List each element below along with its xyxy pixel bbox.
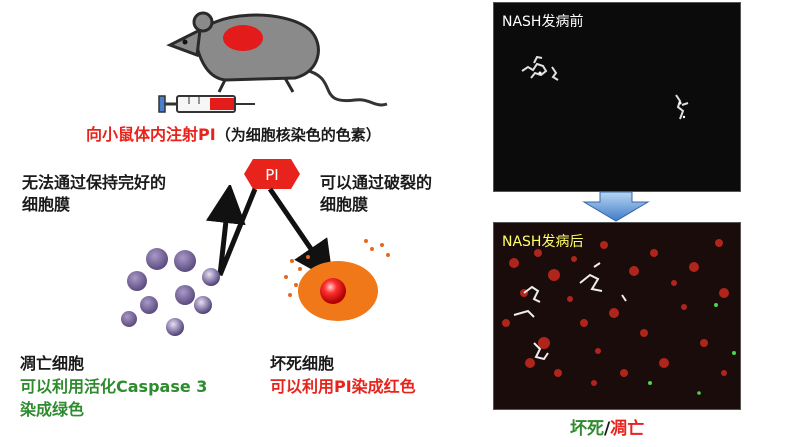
injection-caption-note: （为细胞核染色的色素）: [215, 126, 381, 144]
necrotic-title: 坏死细胞: [270, 354, 335, 373]
blocked-arrow: [205, 185, 258, 276]
micrograph-after-image: [502, 239, 736, 395]
necrotic-caption: 坏死细胞 可以利用PI染成红色: [270, 352, 416, 398]
left-arrow-label: 无法通过保持完好的 细胞膜: [22, 172, 166, 216]
micrograph-before-label: NASH发病前: [502, 14, 584, 30]
pass-arrow: [267, 187, 334, 282]
bottom-caption-sep: /: [604, 419, 611, 439]
necrotic-cell-illustration: [284, 239, 390, 321]
mouse-syringe-illustration: [158, 11, 388, 113]
pathway-arrows: [205, 185, 334, 282]
apoptotic-desc-line2: 染成绿色: [20, 400, 85, 419]
micrograph-after: NASH发病后: [493, 222, 741, 410]
pi-hexagon-badge: PI: [244, 159, 300, 189]
right-arrow-label-line1: 可以通过破裂的: [320, 173, 433, 192]
bottom-caption-apoptosis: 凋亡: [610, 419, 645, 439]
necrotic-desc: 可以利用PI染成红色: [270, 377, 416, 396]
pi-badge-text: PI: [265, 166, 278, 184]
bottom-caption: 坏死/凋亡: [570, 418, 644, 440]
syringe-icon: [158, 95, 255, 113]
micrograph-after-label: NASH发病后: [502, 234, 584, 250]
mouse-icon: [166, 11, 388, 107]
left-arrow-label-line2: 细胞膜: [22, 195, 71, 214]
injection-caption: 向小鼠体内注射PI（为细胞核染色的色素）: [86, 124, 381, 146]
injection-caption-main: 向小鼠体内注射PI: [86, 125, 216, 144]
right-arrow-label: 可以通过破裂的 细胞膜: [320, 172, 432, 216]
micrograph-before: NASH发病前: [493, 2, 741, 192]
apoptotic-desc-line1: 可以利用活化Caspase 3: [20, 377, 208, 396]
apoptotic-title: 凋亡细胞: [20, 354, 85, 373]
apoptotic-caption: 凋亡细胞 可以利用活化Caspase 3 染成绿色: [20, 352, 207, 421]
right-arrow-label-line2: 细胞膜: [320, 195, 369, 214]
apoptotic-cells-illustration: [121, 248, 220, 336]
left-arrow-label-line1: 无法通过保持完好的: [22, 173, 167, 192]
bottom-caption-necrosis: 坏死: [570, 419, 604, 439]
micrograph-before-image: [521, 55, 689, 120]
down-arrow-icon: [582, 192, 650, 222]
